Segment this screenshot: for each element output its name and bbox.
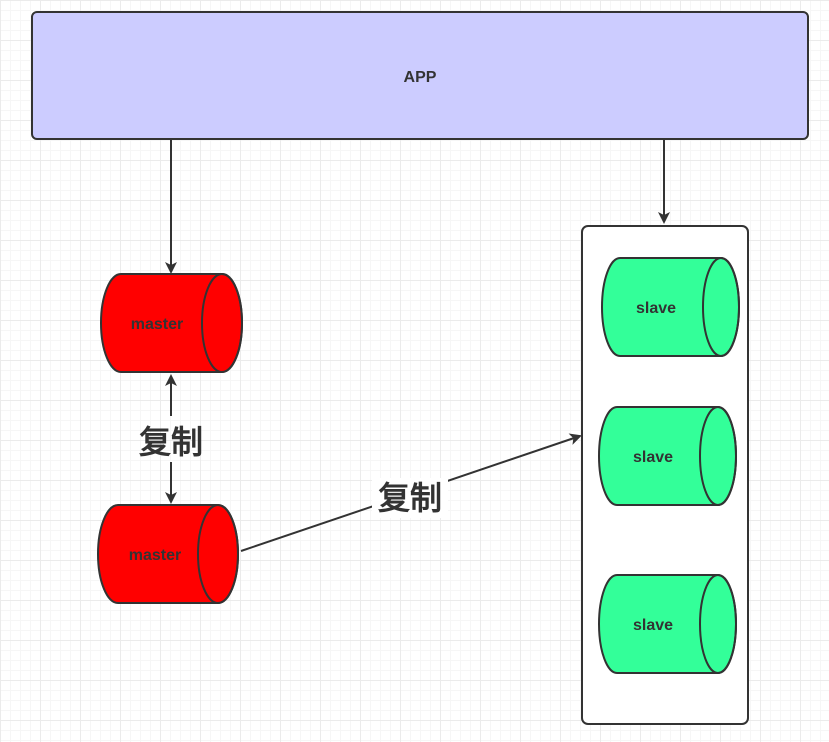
replication-label-masters: 复制 xyxy=(139,423,203,461)
master-cylinder-bottom[interactable]: master xyxy=(97,504,239,604)
master-cylinder-top[interactable]: master xyxy=(100,273,243,373)
slave-cylinder-2[interactable]: slave xyxy=(598,406,737,506)
slave-cylinder-1[interactable]: slave xyxy=(601,257,740,357)
app-label: APP xyxy=(404,69,437,86)
master-label-top: master xyxy=(131,316,183,333)
slave-label-1: slave xyxy=(636,300,676,317)
slave-cylinder-3[interactable]: slave xyxy=(598,574,737,674)
replication-label-slaves: 复制 xyxy=(378,479,442,517)
replication-label-bg xyxy=(372,478,448,518)
app-box[interactable]: APP xyxy=(31,11,809,140)
master-label-bottom: master xyxy=(129,547,181,564)
slave-label-2: slave xyxy=(633,449,673,466)
slave-label-3: slave xyxy=(633,617,673,634)
